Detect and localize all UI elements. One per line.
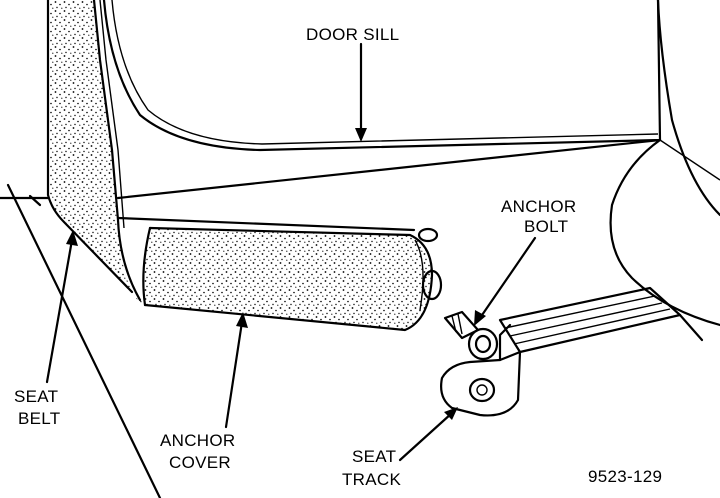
door-opening-outline (102, 0, 720, 327)
label-seat-belt-1: SEAT (14, 387, 58, 406)
label-anchor-bolt-1: ANCHOR (501, 197, 576, 216)
label-anchor-cover-1: ANCHOR (160, 431, 235, 450)
label-seat-track-2: TRACK (342, 470, 401, 489)
label-seat-track-1: SEAT (352, 447, 396, 466)
label-anchor-cover-2: COVER (169, 453, 231, 472)
seat-belt-strap (46, 0, 145, 305)
anchor-cover (142, 226, 434, 332)
figure-id: 9523-129 (588, 467, 662, 486)
floor-lines (0, 183, 416, 498)
anchor-bolt (417, 227, 499, 361)
seat-track (440, 286, 704, 417)
label-anchor-bolt-2: BOLT (524, 217, 568, 236)
leader-lines (45, 42, 537, 462)
label-seat-belt-2: BELT (18, 409, 60, 428)
label-door-sill: DOOR SILL (306, 25, 399, 44)
